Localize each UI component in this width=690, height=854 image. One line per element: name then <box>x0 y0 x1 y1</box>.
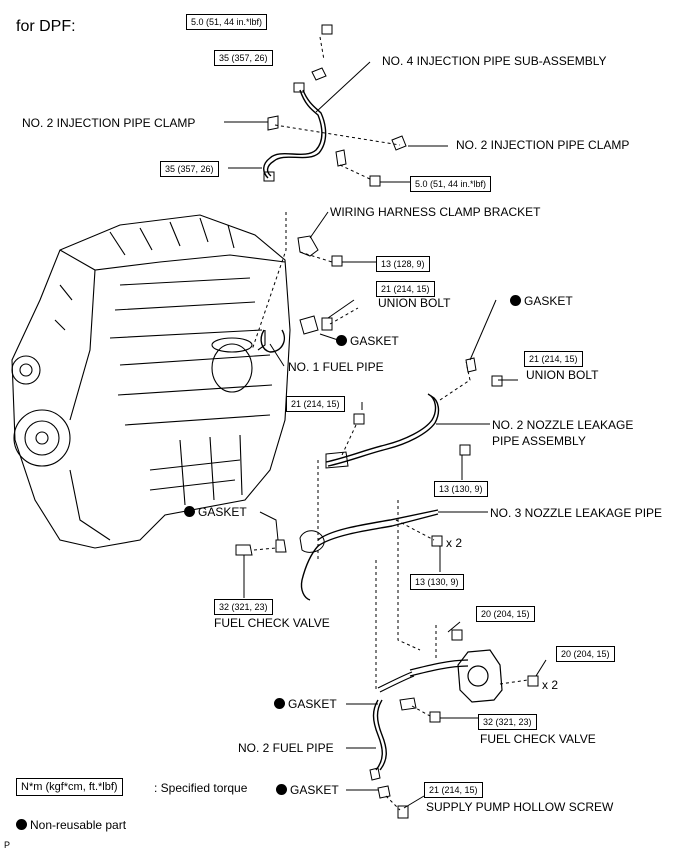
part-label: UNION BOLT <box>378 296 451 310</box>
torque-spec: 32 (321, 23) <box>478 714 537 730</box>
bolt-icon <box>321 24 333 35</box>
torque-spec: 21 (214, 15) <box>524 351 583 367</box>
torque-spec: 13 (130, 9) <box>434 481 488 497</box>
torque-spec: 20 (204, 15) <box>476 606 535 622</box>
page-title: for DPF: <box>16 18 76 35</box>
legend-nonreusable: Non-reusable part <box>16 818 126 832</box>
fuel-pipe-icon <box>372 699 387 771</box>
part-label: WIRING HARNESS CLAMP BRACKET <box>330 205 541 219</box>
nonreusable-dot-icon <box>274 698 285 709</box>
part-label: FUEL CHECK VALVE <box>480 732 596 746</box>
engine-icon <box>11 214 291 549</box>
quantity-label: x 2 <box>446 536 463 550</box>
nonreusable-dot-icon <box>336 335 347 346</box>
clamp-icon <box>311 67 327 81</box>
torque-spec: 20 (204, 15) <box>556 646 615 662</box>
footer-mark: P <box>4 840 11 850</box>
part-label: NO. 2 INJECTION PIPE CLAMP <box>22 116 196 130</box>
pipe-nut-icon <box>293 82 305 93</box>
part-label: GASKET <box>274 697 337 711</box>
torque-spec: 5.0 (51, 44 in.*lbf) <box>186 14 268 30</box>
quantity-label: x 2 <box>542 678 559 692</box>
part-label: PIPE ASSEMBLY <box>492 434 586 448</box>
torque-spec: 35 (357, 26) <box>214 50 273 66</box>
nonreusable-dot-icon <box>16 819 27 830</box>
part-label: SUPPLY PUMP HOLLOW SCREW <box>426 800 614 814</box>
leakage-pipe-icon <box>325 393 440 467</box>
torque-spec: 21 (214, 15) <box>286 396 345 412</box>
part-label: GASKET <box>336 334 399 348</box>
part-label: NO. 2 NOZZLE LEAKAGE <box>492 418 634 432</box>
torque-spec: 5.0 (51, 44 in.*lbf) <box>410 176 492 192</box>
torque-spec: 21 (214, 15) <box>424 782 483 798</box>
part-label: NO. 3 NOZZLE LEAKAGE PIPE <box>490 506 663 520</box>
torque-spec: 35 (357, 26) <box>160 161 219 177</box>
nonreusable-dot-icon <box>510 295 521 306</box>
part-label: GASKET <box>276 783 339 797</box>
torque-spec: 13 (128, 9) <box>376 256 430 272</box>
part-label: NO. 2 INJECTION PIPE CLAMP <box>456 138 630 152</box>
legend-torque-text: : Specified torque <box>154 781 248 795</box>
torque-spec: 13 (130, 9) <box>410 574 464 590</box>
part-label: NO. 2 FUEL PIPE <box>238 741 334 755</box>
supply-pump-icon <box>377 649 503 703</box>
torque-spec: 32 (321, 23) <box>214 599 273 615</box>
nonreusable-dot-icon <box>276 784 287 795</box>
part-label: NO. 1 FUEL PIPE <box>288 360 384 374</box>
part-label: UNION BOLT <box>526 368 599 382</box>
part-label: FUEL CHECK VALVE <box>214 616 330 630</box>
part-label: GASKET <box>184 505 247 519</box>
nonreusable-dot-icon <box>184 506 195 517</box>
legend-torque-box: N*m (kgf*cm, ft.*lbf) <box>16 778 123 796</box>
injection-pipe-icon <box>263 89 327 179</box>
part-label: GASKET <box>510 294 573 308</box>
part-label: NO. 4 INJECTION PIPE SUB-ASSEMBLY <box>382 54 607 68</box>
torque-spec: 21 (214, 15) <box>376 281 435 297</box>
